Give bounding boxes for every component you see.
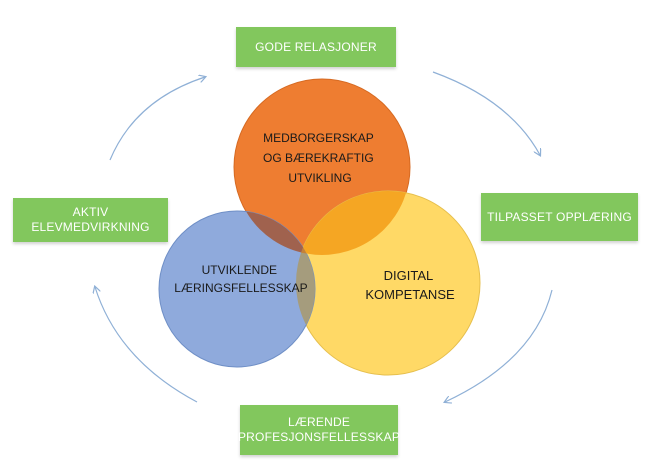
box-bottom-line-1: LÆRENDE xyxy=(287,415,351,429)
box-right-line-1: TILPASSET OPPLÆRING xyxy=(487,209,632,224)
box-tilpasset-opplaering: TILPASSET OPPLÆRING xyxy=(481,193,638,241)
circle-left-label: UTVIKLENDE LÆRINGSFELLESSKAP xyxy=(174,263,307,295)
box-left-line-2: ELEVMEDVIRKNING xyxy=(31,220,150,234)
box-gode-relasjoner: GODE RELASJONER xyxy=(236,27,396,67)
box-laerende-profesjonsfellesskap: LÆRENDE PROFESJONSFELLESSKAP xyxy=(237,405,401,455)
arrow-bottom-left xyxy=(95,287,198,403)
arrow-top-right xyxy=(432,71,540,155)
box-top-line-1: GODE RELASJONER xyxy=(255,39,377,54)
arrow-bottom-right xyxy=(445,289,553,402)
box-bottom-line-2: PROFESJONSFELLESSKAP xyxy=(237,430,401,444)
overlap-top-right xyxy=(296,191,410,255)
arrow-top-left xyxy=(109,77,205,161)
box-left-line-1: AKTIV xyxy=(72,205,109,219)
box-aktiv-elevmedvirkning: AKTIV ELEVMEDVIRKNING xyxy=(13,198,168,242)
circle-top-label: MEDBORGERSKAP OG BÆREKRAFTIG UTVIKLING xyxy=(263,131,377,185)
circle-right-label: DIGITAL KOMPETANSE xyxy=(365,268,455,302)
